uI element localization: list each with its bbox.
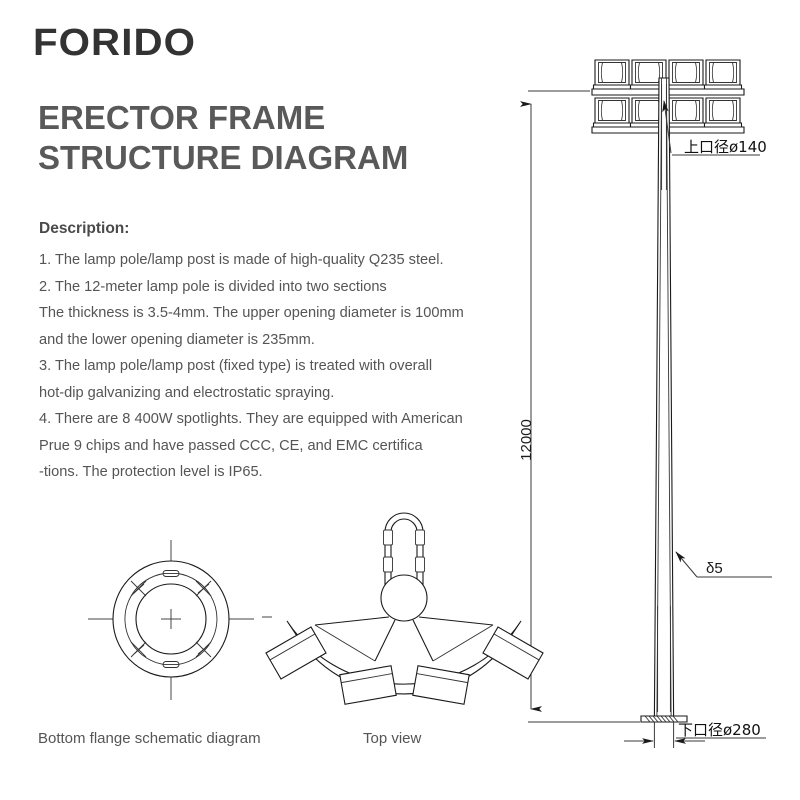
flange-bolt-mark: [195, 580, 212, 597]
description-line: 2. The 12-meter lamp pole is divided int…: [39, 278, 387, 295]
lamp-fixture: [703, 59, 743, 90]
ladder-rung: [383, 529, 393, 546]
pole-base-plate: [640, 715, 688, 723]
flange-bolt-slot: [162, 661, 180, 668]
wall-thickness-label: δ5: [706, 560, 723, 577]
lamp-fixture: [592, 97, 632, 128]
top-view-lamp: [482, 626, 544, 680]
top-view-caption: Top view: [363, 730, 422, 747]
top-view-lamp: [412, 665, 470, 705]
description-line: The thickness is 3.5-4mm. The upper open…: [39, 305, 464, 322]
flange-bolt-slot: [162, 570, 180, 577]
lamp-fixture: [629, 97, 669, 128]
flange-bolt-circle: [124, 572, 218, 666]
top-view-arm: [412, 619, 434, 662]
ladder-rung: [415, 556, 425, 573]
flange-bolt-mark: [130, 641, 147, 658]
description-line: Prue 9 chips and have passed CCC, CE, an…: [39, 437, 423, 454]
description-line: hot-dip galvanizing and electrostatic sp…: [39, 384, 335, 401]
top-view-drawing: [262, 512, 544, 705]
top-view-arm: [374, 619, 396, 662]
lamp-fixture: [629, 59, 669, 90]
description-heading: Description:: [39, 220, 130, 237]
top-diameter-callout: 上口径ø140: [662, 100, 767, 156]
top-view-pole-circle: [380, 574, 428, 622]
top-view-arm: [314, 616, 390, 626]
bottom-diameter-label: 下口径ø280: [678, 721, 761, 739]
description-line: 1. The lamp pole/lamp post is made of hi…: [39, 252, 444, 269]
top-view-arc-beam: [286, 620, 522, 695]
top-view-lamp: [265, 626, 327, 680]
lamp-array: [591, 59, 745, 134]
brand-logo: FORIDO: [33, 22, 197, 64]
flange-outer-circle: [112, 560, 230, 678]
flange-bolt-mark: [130, 580, 147, 597]
lamp-pole: [653, 77, 675, 717]
top-view-ladder: [383, 512, 425, 599]
lamp-crossarm: [591, 126, 745, 134]
wall-thickness-callout: δ5: [675, 551, 772, 578]
lamp-fixture: [592, 59, 632, 90]
description-line: -tions. The protection level is IP65.: [39, 464, 263, 481]
flange-inner-circle: [135, 583, 207, 655]
lamp-fixture: [666, 59, 706, 90]
bottom-flange-caption: Bottom flange schematic diagram: [38, 730, 261, 747]
top-view-arm: [418, 616, 494, 626]
ladder-rung: [383, 556, 393, 573]
description-line: 3. The lamp pole/lamp post (fixed type) …: [39, 358, 433, 375]
bottom-diameter-callout: 下口径ø280: [624, 721, 766, 748]
lamp-fixture: [666, 97, 706, 128]
lamp-fixture: [703, 97, 743, 128]
lamp-crossarm: [591, 88, 745, 96]
top-view-lamp: [339, 665, 397, 705]
top-diameter-label: 上口径ø140: [684, 138, 767, 156]
flange-bolt-mark: [195, 641, 212, 658]
ladder-rung: [415, 529, 425, 546]
description-block: Description: 1. The lamp pole/lamp post …: [39, 219, 539, 486]
description-line: and the lower opening diameter is 235mm.: [39, 331, 315, 348]
bottom-flange-view: [88, 540, 254, 700]
description-line: 4. There are 8 400W spotlights. They are…: [39, 411, 463, 428]
page-title: ERECTOR FRAME STRUCTURE DIAGRAM: [38, 99, 409, 177]
